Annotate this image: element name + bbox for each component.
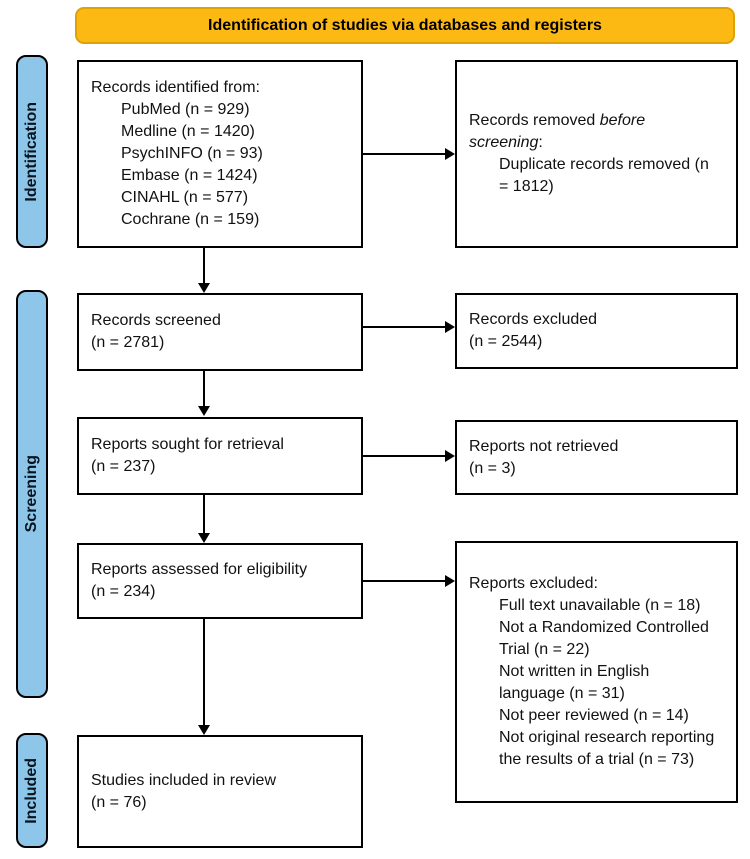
arrowhead-right-icon <box>445 321 455 333</box>
box-line: (n = 237) <box>91 458 156 475</box>
stage-identification-label: Identification <box>23 101 40 202</box>
list-item-not-english: Not written in English language (n = 31) <box>499 663 650 702</box>
stage-identification: Identification <box>16 55 48 248</box>
title-emphasis: before screening <box>469 112 646 151</box>
stage-included-label: Included <box>23 757 40 824</box>
arrowhead-down-icon <box>198 533 210 543</box>
box-line: (n = 234) <box>91 583 156 600</box>
arrowhead-down-icon <box>198 725 210 735</box>
arrow-screened-to-sought <box>203 371 205 406</box>
box-line: Records screened <box>91 312 221 329</box>
list-item-psychinfo: PsychINFO (n = 93) <box>121 145 263 162</box>
arrow-screened-to-excluded <box>363 326 445 328</box>
box-reports-sought: Reports sought for retrieval (n = 237) <box>77 417 363 495</box>
box-records-identified-title: Records identified from: <box>91 79 260 96</box>
box-line: (n = 3) <box>469 459 516 477</box>
title-suffix: : <box>538 134 543 151</box>
box-line: Records excluded <box>469 311 598 328</box>
arrow-assessed-to-reports-excluded <box>363 580 445 582</box>
arrow-identified-to-removed <box>363 153 445 155</box>
list-item-not-original-research: Not original research reporting the resu… <box>499 729 715 768</box>
box-records-excluded: Records excluded (n = 2544) <box>455 293 738 369</box>
arrowhead-down-icon <box>198 283 210 293</box>
banner-databases-registers: Identification of studies via databases … <box>75 7 735 44</box>
stage-included: Included <box>16 733 48 848</box>
box-reports-not-retrieved: Reports not retrieved (n = 3) <box>455 420 738 495</box>
box-studies-included: Studies included in review (n = 76) <box>77 735 363 848</box>
list-item-not-peer-reviewed: Not peer reviewed (n = 14) <box>499 707 689 724</box>
arrow-identified-to-screened <box>203 248 205 283</box>
box-records-identified: Records identified from: PubMed (n = 929… <box>77 60 363 248</box>
box-line: (n = 2781) <box>91 334 165 351</box>
box-reports-assessed: Reports assessed for eligibility (n = 23… <box>77 543 363 619</box>
box-line: Reports not retrieved <box>469 437 619 455</box>
box-line: (n = 76) <box>91 793 147 811</box>
arrowhead-down-icon <box>198 406 210 416</box>
banner-label: Identification of studies via databases … <box>208 16 602 34</box>
list-item-pubmed: PubMed (n = 929) <box>121 101 250 118</box>
box-line: Studies included in review <box>91 771 276 789</box>
arrow-sought-to-not-retrieved <box>363 455 445 457</box>
arrow-assessed-to-included <box>203 619 205 725</box>
box-records-removed: Records removed before screening: Duplic… <box>455 60 738 248</box>
box-line: Reports assessed for eligibility <box>91 561 308 578</box>
box-reports-excluded-title: Reports excluded: <box>469 575 598 592</box>
list-item-cochrane: Cochrane (n = 159) <box>121 211 260 228</box>
list-item-embase: Embase (n = 1424) <box>121 167 258 184</box>
arrowhead-right-icon <box>445 450 455 462</box>
box-line: Reports sought for retrieval <box>91 436 284 453</box>
stage-screening-label: Screening <box>23 455 40 533</box>
list-item-cinahl: CINAHL (n = 577) <box>121 189 249 206</box>
arrowhead-right-icon <box>445 575 455 587</box>
arrow-sought-to-assessed <box>203 495 205 533</box>
box-reports-excluded: Reports excluded: Full text unavailable … <box>455 541 738 803</box>
stage-screening: Screening <box>16 290 48 698</box>
title-prefix: Records removed <box>469 112 600 129</box>
list-item-medline: Medline (n = 1420) <box>121 123 255 140</box>
box-records-removed-title: Records removed before screening: <box>469 110 716 154</box>
list-item-duplicates-removed: Duplicate records removed (n = 1812) <box>499 156 709 195</box>
list-item-not-rct: Not a Randomized Controlled Trial (n = 2… <box>499 619 709 658</box>
box-line: (n = 2544) <box>469 333 543 350</box>
arrowhead-right-icon <box>445 148 455 160</box>
box-records-screened: Records screened (n = 2781) <box>77 293 363 371</box>
list-item-full-text-unavailable: Full text unavailable (n = 18) <box>499 597 701 614</box>
